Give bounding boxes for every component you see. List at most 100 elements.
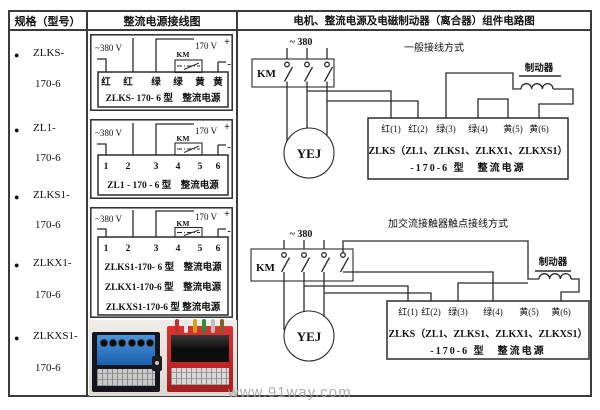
terminal-label: 4 (176, 162, 181, 172)
table-border (8, 10, 592, 397)
terminal-label: 红 (123, 76, 133, 88)
wire (217, 61, 226, 72)
terminal-label: 黄(5) (519, 306, 539, 317)
rectifier-box (386, 300, 590, 360)
circuit-column-header: 电机、整流电源及电磁制动器（离合器）组件电路图 (293, 16, 535, 27)
terminal-label: 5 (198, 244, 203, 254)
terminal-label: 1 (104, 244, 109, 254)
dc-output-label: 170 V (195, 212, 218, 222)
model-name: ZLKS- (33, 47, 65, 59)
model-suffix: 170-6 (35, 362, 61, 374)
terminal-label: 红(2) (408, 123, 428, 134)
motor-label: YEJ (297, 329, 322, 344)
terminal-label: 绿(3) (436, 123, 456, 134)
terminal-box (97, 236, 229, 316)
diagram-caption: ZLKX1-170-6 型 整流电源 (105, 281, 222, 293)
terminal-strip (171, 368, 229, 385)
terminal-strip (97, 369, 155, 386)
ac-voltage-label: ~ 380 (290, 229, 313, 240)
contact-blade (183, 145, 200, 153)
rectifier-caption-type: -170-6 型 整流电源 (410, 161, 525, 174)
rectifier-module-blue (92, 332, 162, 392)
terminal-label: 3 (154, 244, 159, 254)
contact-blade (183, 229, 200, 236)
wire (155, 38, 194, 72)
ac-input-label: ~380 V (95, 214, 122, 224)
diagram-border (90, 207, 233, 318)
rectifier-feed-wire-1 (304, 285, 409, 301)
diagram-title: 加交流接触器触点接线方式 (388, 217, 508, 230)
header-divider (8, 29, 592, 31)
dc-output-label: 170 V (195, 126, 218, 136)
wiring-column-header: 整流电源接线图 (123, 16, 201, 28)
wire (97, 228, 107, 237)
terminal-label: 绿(4) (483, 306, 503, 317)
contact-bottom-wire (343, 271, 494, 301)
terminal-screws (100, 339, 154, 347)
terminal-label: 红(1) (398, 306, 418, 317)
minus-sign: - (227, 142, 230, 153)
brake-wire-green3 (445, 72, 521, 118)
km-label: KM (177, 134, 190, 143)
rectifier-feed-wire-2 (327, 100, 419, 118)
minus-sign: - (227, 59, 230, 70)
contactor-contacts (283, 61, 334, 82)
spec-column-header: 规格（型号） (14, 16, 81, 28)
column-divider-1 (86, 10, 88, 397)
brake-return-wire (538, 88, 574, 118)
terminal-label: 绿(3) (448, 306, 468, 317)
ac-input-label: ~380 V (95, 128, 122, 138)
km-label: KM (257, 68, 277, 80)
plus-sign: + (224, 37, 230, 48)
rectifier-feed-wire-1 (307, 90, 392, 118)
model-name: ZLKS1- (33, 189, 70, 201)
rectifier-feed-wire-2 (324, 292, 432, 301)
minus-sign: - (227, 226, 230, 237)
bullet-icon: ● (14, 260, 20, 270)
wire (217, 228, 226, 237)
terminal-label: 2 (126, 244, 131, 254)
terminal-label: 绿 (151, 76, 161, 88)
wire (155, 123, 194, 155)
diagram-caption: ZLKS1-170- 6 型 整流电源 (104, 261, 222, 273)
motor-label: YEJ (297, 146, 322, 161)
rectifier-wiring-diagram-zlks1-zlkx1-zlkxs1: ~380 V 170 V + KM - 1 2 3 4 5 6 ZLKS1-17… (90, 207, 233, 318)
terminal-box (97, 71, 229, 108)
rectifier-wiring-diagram-zlks: ~380 V 170 V + KM - 红 红 绿 绿 黄 黄 ZLKS- 17… (90, 34, 233, 111)
motor-feed-wires (283, 272, 325, 330)
supply-wires (286, 48, 328, 59)
bullet-icon: ● (14, 192, 20, 202)
km-contactor-box (251, 58, 335, 88)
terminal-label: 黄(5) (503, 123, 523, 134)
brake-coil (538, 273, 572, 280)
component-circuit-diagram: 一般接线方式 ~ 380 KM YEJ 制动器 红(1) 红(2) (250, 37, 590, 362)
wire-gray (211, 319, 215, 333)
wire (97, 58, 107, 72)
motor-circle (283, 127, 335, 179)
terminal-label: 绿 (173, 76, 183, 88)
diagram-caption: ZLKXS1-170-6 型 整流电源 (106, 301, 221, 313)
rectifier-box (367, 117, 569, 180)
diagram-caption: ZL1 - 170 - 6 型 整流电源 (107, 179, 219, 191)
terminal-label: 红 (101, 76, 111, 88)
wire-brown (220, 319, 224, 333)
supply-wires (283, 240, 325, 249)
terminal-label: 黄 (195, 76, 205, 88)
diagram-border (90, 119, 233, 199)
terminal-label: 红(2) (421, 306, 441, 317)
model-suffix: 170-6 (35, 78, 61, 90)
contactor-contacts (280, 252, 350, 273)
wire (97, 143, 107, 155)
km-label: KM (177, 50, 190, 59)
diagram-caption: ZLKS- 170- 6 型 整流电源 (106, 92, 221, 104)
brake-wire-green3 (457, 282, 528, 301)
model-name: ZLKXS1- (33, 330, 78, 342)
contact-blade (183, 62, 200, 70)
general-wiring-diagram: 一般接线方式 ~ 380 KM YEJ 制动器 红(1) 红(2) (251, 37, 574, 180)
diagram-border (90, 34, 233, 111)
terminal-label: 6 (216, 244, 221, 254)
brake-return-wire (560, 278, 580, 301)
rectifier-caption-models: ZLKS（ZL1、ZLKS1、ZLKX1、ZLKXS1） (389, 327, 588, 340)
km-contactor-box (250, 248, 354, 282)
terminal-label: 2 (126, 162, 131, 172)
